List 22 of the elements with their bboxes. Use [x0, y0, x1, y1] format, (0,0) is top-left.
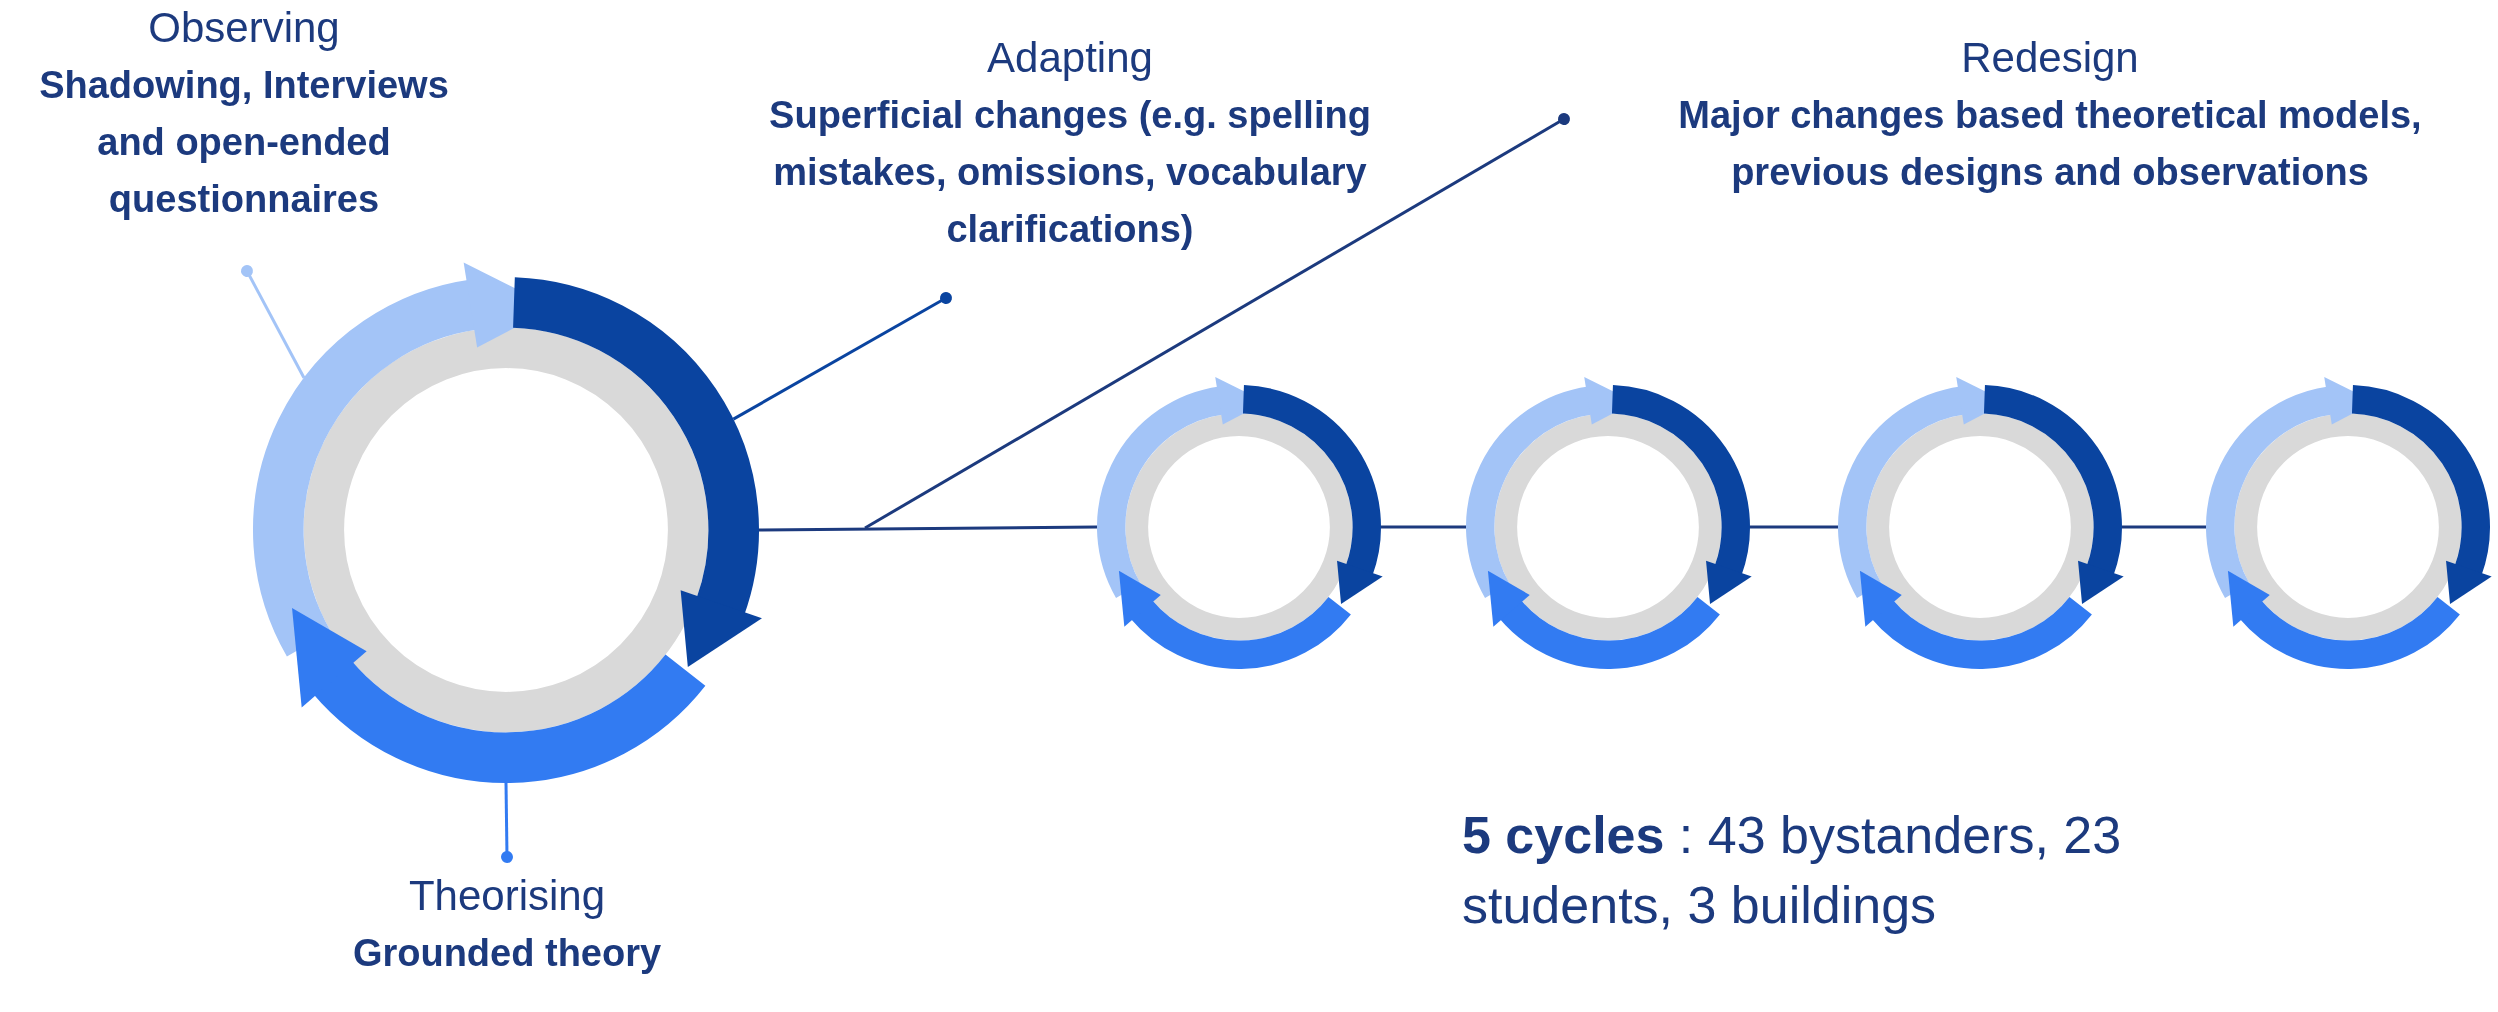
- summary-note: 5 cycles : 43 bystanders, 23 students, 3 buildings: [1462, 805, 2123, 937]
- stage-heading: Adapting: [987, 33, 1153, 83]
- leader-line: [501, 782, 513, 863]
- leader-line: [241, 265, 306, 379]
- stage-description: Shadowing, Interviews and open-ended questionnaires: [38, 62, 450, 222]
- cycle-drawing: [1466, 376, 1752, 669]
- stage-heading: Theorising: [408, 871, 606, 921]
- stage-description: Superficial changes (e.g. spelling mistakes, omissions, vocabulary clarifications): [768, 92, 1372, 252]
- cycle-drawing: [1097, 376, 1383, 669]
- leader-line: [864, 113, 1570, 530]
- cycle-drawing: [1838, 376, 2124, 669]
- stage-heading: Observing: [148, 3, 340, 53]
- connector-line: [2122, 525, 2206, 529]
- cycle-drawing: [253, 262, 762, 783]
- stage-description: Major changes based theoretical models, previous designs and observations: [1677, 92, 2423, 195]
- connector-line: [1381, 525, 1466, 529]
- connector-line: [1750, 525, 1838, 529]
- cycle-drawing: [2206, 376, 2492, 669]
- stage-heading: Redesign: [1961, 33, 2139, 83]
- stage-description: Grounded theory: [351, 930, 663, 976]
- connector-line: [759, 525, 1097, 532]
- leader-line: [732, 292, 952, 421]
